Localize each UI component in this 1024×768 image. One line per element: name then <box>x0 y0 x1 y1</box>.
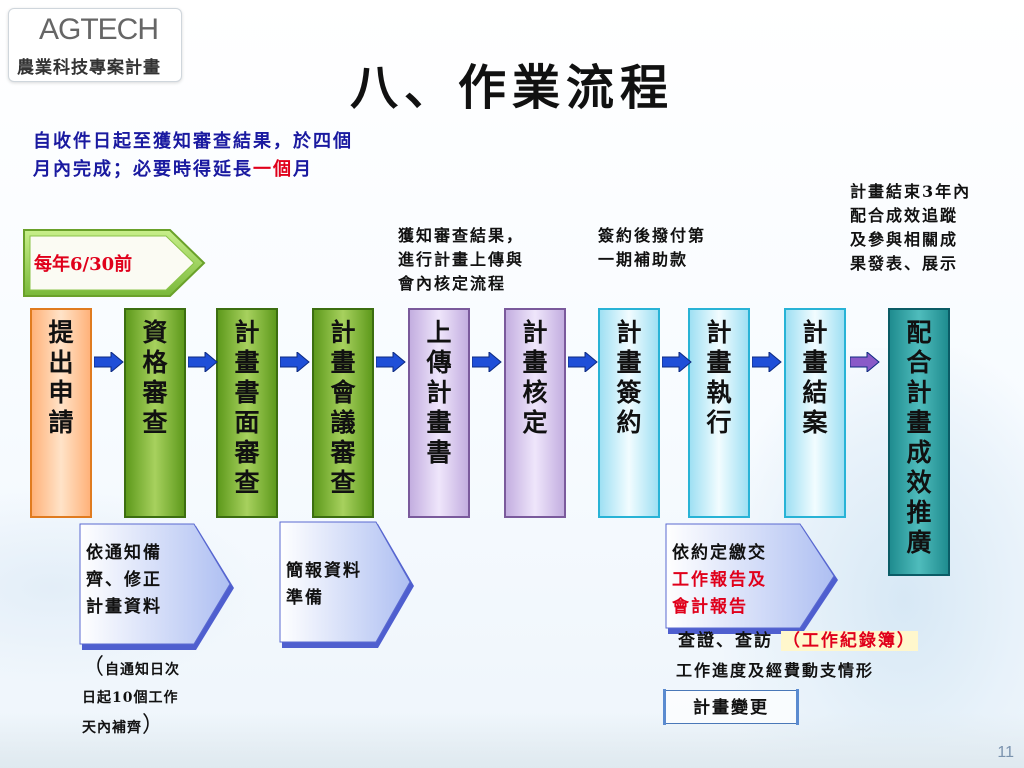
process-step-label: 上傳計畫書 <box>426 318 452 467</box>
paren-note-line-3: 天內補齊 <box>82 720 142 736</box>
deadline-banner-shape <box>23 229 206 297</box>
process-step-label: 配合計畫成效推廣 <box>906 318 932 557</box>
note-closing-line: 及參與相關成 <box>850 230 959 249</box>
note-closing: 計畫結束3年內 配合成效追蹤 及參與相關成 果發表、展示 <box>850 180 971 276</box>
callout-report <box>664 522 842 638</box>
process-step: 計畫會議審查 <box>312 308 374 518</box>
process-step-label: 計畫核定 <box>522 318 548 437</box>
flow-arrow <box>187 350 218 374</box>
process-step-label: 計畫會議審查 <box>330 318 356 497</box>
process-step-label: 計畫執行 <box>706 318 732 437</box>
paren-open: （ <box>82 655 106 680</box>
page-title: 八、作業流程 <box>349 60 674 116</box>
report-line-highlight: 工作報告及 <box>672 570 767 590</box>
note-upload-line: 進行計畫上傳與 <box>398 250 525 269</box>
flow-arrow <box>661 350 692 374</box>
page-number: 11 <box>997 744 1014 761</box>
paren-note: （自通知日次 日起10個工作 天內補齊） <box>82 654 180 742</box>
intro-highlight: 一個 <box>253 159 293 180</box>
paren-note-line-1: 自通知日次 <box>105 662 181 678</box>
note-upload-line: 會內核定流程 <box>398 274 507 293</box>
process-step: 計畫結案 <box>784 308 846 518</box>
progress-text: 工作進度及經費動支情形 <box>676 661 875 680</box>
inspection-highlight: （工作紀錄簿） <box>780 631 918 651</box>
note-closing-line: 果發表、展示 <box>850 254 959 273</box>
flow-arrow <box>279 350 310 374</box>
report-line-highlight: 會計報告 <box>672 597 748 617</box>
note-closing-line: 計畫結束3年內 <box>850 182 972 201</box>
flow-arrow <box>375 350 406 374</box>
intro-line-1: 自收件日起至獲知審查結果，於四個 <box>33 131 353 152</box>
process-step: 計畫書面審查 <box>216 308 278 518</box>
note-upload-line: 獲知審查結果， <box>398 226 525 245</box>
process-step-label: 資格審查 <box>142 318 168 437</box>
agtech-logo: AGTECH 農業科技專案計畫 <box>8 8 182 82</box>
report-text: 依約定繳交 工作報告及 會計報告 <box>672 540 767 621</box>
intro-line-2: 月內完成；必要時得延長一個月 <box>33 156 353 184</box>
callout-notice: 依通知備 齊、修正 計畫資料 <box>78 522 238 654</box>
callout-briefing-shape <box>279 521 414 648</box>
process-step-label: 計畫簽約 <box>616 318 642 437</box>
paren-note-line: 天內補齊） <box>82 712 180 742</box>
deadline-banner: 每年6/30前 <box>22 228 206 298</box>
plan-change-box: 計畫變更 <box>663 689 799 725</box>
callout-notice-shape <box>79 523 234 650</box>
callout-report-shape <box>665 523 838 634</box>
intro-line-2-pre: 月內完成；必要時得延長 <box>33 159 253 180</box>
flow-arrow <box>471 350 502 374</box>
callout-notice-text: 依通知備 齊、修正 計畫資料 <box>86 540 162 621</box>
process-step: 計畫核定 <box>504 308 566 518</box>
logo-subtitle: 農業科技專案計畫 <box>17 58 161 78</box>
process-step: 計畫簽約 <box>598 308 660 518</box>
background-ground <box>0 713 1024 768</box>
inspection-text: 查證、查訪 （工作紀錄簿） <box>678 626 918 651</box>
callout-briefing-line: 簡報資料 <box>286 561 362 581</box>
note-payment-line: 簽約後撥付第 <box>598 226 707 245</box>
note-payment: 簽約後撥付第 一期補助款 <box>598 224 706 272</box>
process-step-label: 計畫書面審查 <box>234 318 260 497</box>
callout-briefing: 簡報資料 準備 <box>278 520 418 652</box>
process-step: 資格審查 <box>124 308 186 518</box>
paren-close: ） <box>142 713 166 738</box>
process-step: 提出申請 <box>30 308 92 518</box>
paren-note-line: （自通知日次 <box>82 654 180 684</box>
callout-briefing-line: 準備 <box>286 588 324 608</box>
flow-arrow <box>751 350 782 374</box>
flow-arrow-final <box>849 350 880 374</box>
callout-briefing-text: 簡報資料 準備 <box>286 558 362 612</box>
callout-notice-line: 齊、修正 <box>86 570 162 590</box>
process-step-label: 計畫結案 <box>802 318 828 437</box>
paren-note-line-2: 日起10個工作 <box>82 690 179 706</box>
logo-brand: AGTECH <box>39 13 159 46</box>
callout-notice-line: 計畫資料 <box>86 597 162 617</box>
callout-notice-line: 依通知備 <box>86 543 162 563</box>
process-step: 上傳計畫書 <box>408 308 470 518</box>
process-step: 配合計畫成效推廣 <box>888 308 950 576</box>
process-step: 計畫執行 <box>688 308 750 518</box>
deadline-label: 每年6/30前 <box>34 254 133 275</box>
flow-arrow <box>93 350 124 374</box>
process-step-label: 提出申請 <box>48 318 74 437</box>
note-payment-line: 一期補助款 <box>598 250 689 269</box>
note-closing-line: 配合成效追蹤 <box>850 206 959 225</box>
report-line: 依約定繳交 <box>672 543 767 563</box>
inspection-label: 查證、查訪 <box>678 631 773 651</box>
note-upload: 獲知審查結果， 進行計畫上傳與 會內核定流程 <box>398 224 524 296</box>
intro-text: 自收件日起至獲知審查結果，於四個 月內完成；必要時得延長一個月 <box>33 128 353 184</box>
flow-arrow <box>567 350 598 374</box>
intro-line-2-post: 月 <box>293 159 313 180</box>
